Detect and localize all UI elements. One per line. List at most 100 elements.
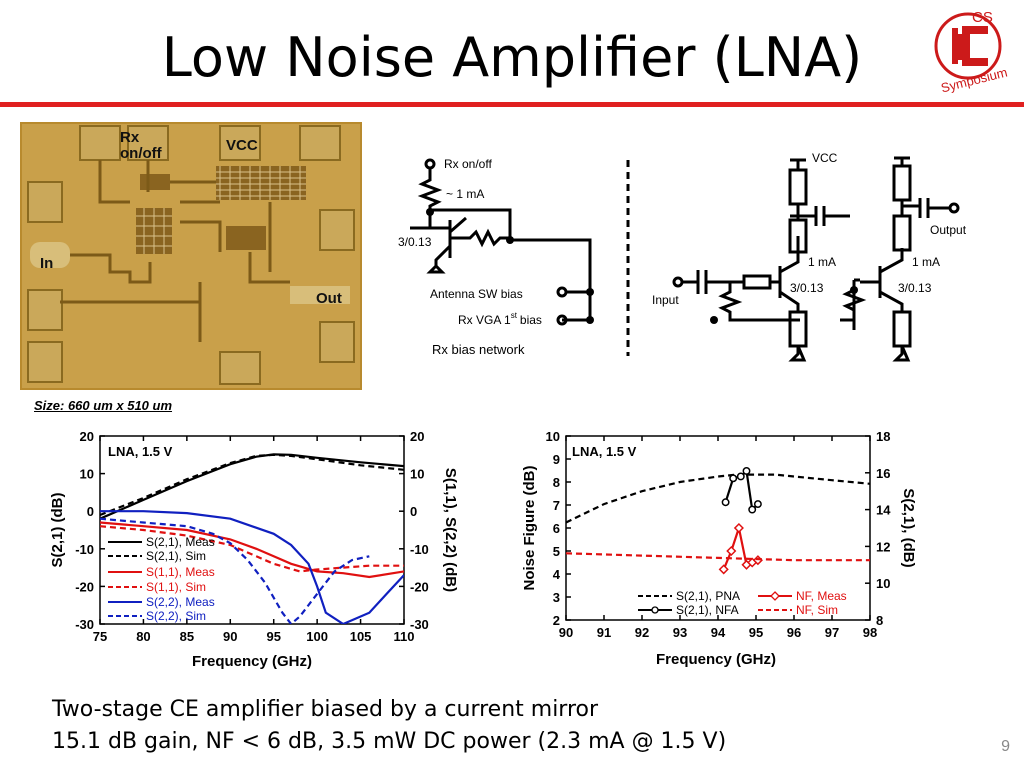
series-line-s-2-2-meas [100, 510, 404, 624]
nf-ylabel: Noise Figure (dB) [521, 465, 538, 590]
legend-label-s-1-1-meas: S(1,1), Meas [146, 565, 215, 579]
y2-tick-label: 8 [876, 613, 883, 628]
y-tick-label: 5 [553, 544, 560, 559]
x-tick-label: 91 [597, 625, 611, 640]
legend-marker-s-2-1-nfa [651, 606, 659, 614]
point-s-2-1-nfa [748, 505, 757, 514]
x-tick-label: 85 [180, 629, 194, 644]
lna-schematic: Rx on/off ~ 1 mA 3/0.13 Antenna SW bias … [398, 151, 967, 362]
chip-micrograph: Rx on/off VCC In Out [20, 122, 362, 390]
cs-symposium-logo: CS Symposium [934, 9, 1009, 96]
y-tick-label: 9 [553, 452, 560, 467]
x-tick-label: 90 [223, 629, 237, 644]
schem-antenna-sw-bias: Antenna SW bias [430, 287, 523, 301]
sparam-annotation: LNA, 1.5 V [108, 444, 173, 459]
y2-tick-label: 10 [410, 467, 424, 482]
chip-label-out: Out [316, 290, 342, 307]
legend-label-s-1-1-sim: S(1,1), Sim [146, 580, 206, 594]
schem-input: Input [652, 293, 679, 307]
point-s-2-1-nfa [729, 474, 738, 483]
series-line-s-2-1-pna [566, 473, 870, 524]
sparam-ylabel: S(2,1) (dB) [49, 492, 66, 567]
series-line-nf-sim [566, 552, 870, 562]
legend-label-s-2-2-sim: S(2,2), Sim [146, 609, 206, 623]
summary-line-1: Two-stage CE amplifier biased by a curre… [52, 697, 599, 722]
y-tick-label: 0 [87, 504, 94, 519]
y-tick-label: -30 [75, 617, 94, 632]
x-tick-label: 90 [559, 625, 573, 640]
y-tick-label: 3 [553, 590, 560, 605]
page-number: 9 [1001, 738, 1010, 755]
schem-stage2-current: 1 mA [912, 255, 940, 269]
x-tick-label: 93 [673, 625, 687, 640]
y-tick-label: -10 [75, 542, 94, 557]
series-line-s-1-1-sim [100, 525, 404, 573]
schem-bias-current: ~ 1 mA [446, 187, 484, 201]
x-tick-label: 100 [306, 629, 328, 644]
nf-y2label: S(2,1), (dB) [900, 488, 917, 567]
y2-tick-label: 0 [410, 504, 417, 519]
legend-label-s-2-2-meas: S(2,2), Meas [146, 595, 215, 609]
sparam-xlabel: Frequency (GHz) [192, 653, 312, 670]
title-rule [0, 102, 1024, 107]
y-tick-label: 4 [553, 567, 561, 582]
y2-tick-label: 10 [876, 576, 890, 591]
sparam-y2label: S(1,1), S(2,2) (dB) [442, 468, 459, 592]
chip-label-vcc: VCC [226, 137, 258, 154]
point-nf-meas [718, 564, 729, 575]
nf-xlabel: Frequency (GHz) [656, 651, 776, 668]
summary-text: Two-stage CE amplifier biased by a curre… [52, 694, 726, 758]
series-line-s-2-1-meas [100, 453, 404, 520]
series-line-s-2-1-sim [100, 453, 404, 517]
slide-title: Low Noise Amplifier (LNA) [161, 26, 863, 89]
x-tick-label: 92 [635, 625, 649, 640]
y-tick-label: 2 [553, 613, 560, 628]
schem-stage2-size: 3/0.13 [898, 281, 932, 295]
y2-tick-label: -20 [410, 579, 429, 594]
legend-marker-nf-meas [770, 591, 780, 601]
y-tick-label: 7 [553, 498, 560, 513]
y2-tick-label: 18 [876, 429, 890, 444]
logo-symposium-text: Symposium [939, 65, 1009, 96]
series-line-s-2-2-sim [100, 517, 370, 624]
x-tick-label: 95 [749, 625, 763, 640]
schem-stage1-size: 3/0.13 [790, 281, 824, 295]
legend-label-s-2-1-pna: S(2,1), PNA [676, 589, 740, 603]
x-tick-label: 97 [825, 625, 839, 640]
summary-line-2: 15.1 dB gain, NF < 6 dB, 3.5 mW DC power… [52, 729, 727, 754]
schem-vcc: VCC [812, 151, 838, 165]
point-s-2-1-nfa [721, 498, 730, 507]
nf-annotation: LNA, 1.5 V [572, 444, 637, 459]
point-s-2-1-nfa [753, 500, 762, 509]
y2-tick-label: 16 [876, 466, 890, 481]
x-tick-label: 75 [93, 629, 107, 644]
point-s-2-1-nfa [736, 472, 745, 481]
y-tick-label: -20 [75, 579, 94, 594]
schem-rx-onoff: Rx on/off [444, 157, 492, 171]
series-line-s-1-1-meas [100, 521, 404, 579]
y2-tick-label: -10 [410, 542, 429, 557]
schem-network-label: Rx bias network [432, 342, 525, 357]
y-tick-label: 10 [546, 429, 560, 444]
legend-label-nf-meas: NF, Meas [796, 589, 847, 603]
x-tick-label: 110 [394, 629, 415, 644]
point-nf-meas [726, 545, 737, 557]
x-tick-label: 94 [711, 625, 726, 640]
schem-output: Output [930, 223, 967, 237]
x-tick-label: 98 [863, 625, 877, 640]
logo-cs-text: CS [972, 9, 993, 26]
y-tick-label: 20 [80, 429, 94, 444]
schem-stage1-current: 1 mA [808, 255, 836, 269]
sparam-plot-frame [99, 435, 405, 625]
schem-mirror-size: 3/0.13 [398, 235, 432, 249]
legend-label-s-2-1-sim: S(2,1), Sim [146, 549, 206, 563]
y-tick-label: 8 [553, 475, 560, 490]
legend-label-s-2-1-meas: S(2,1), Meas [146, 535, 215, 549]
y2-tick-label: -30 [410, 617, 429, 632]
point-nf-meas [733, 522, 744, 534]
chip-label-onoff: on/off [120, 145, 163, 162]
y2-tick-label: 14 [876, 503, 891, 518]
